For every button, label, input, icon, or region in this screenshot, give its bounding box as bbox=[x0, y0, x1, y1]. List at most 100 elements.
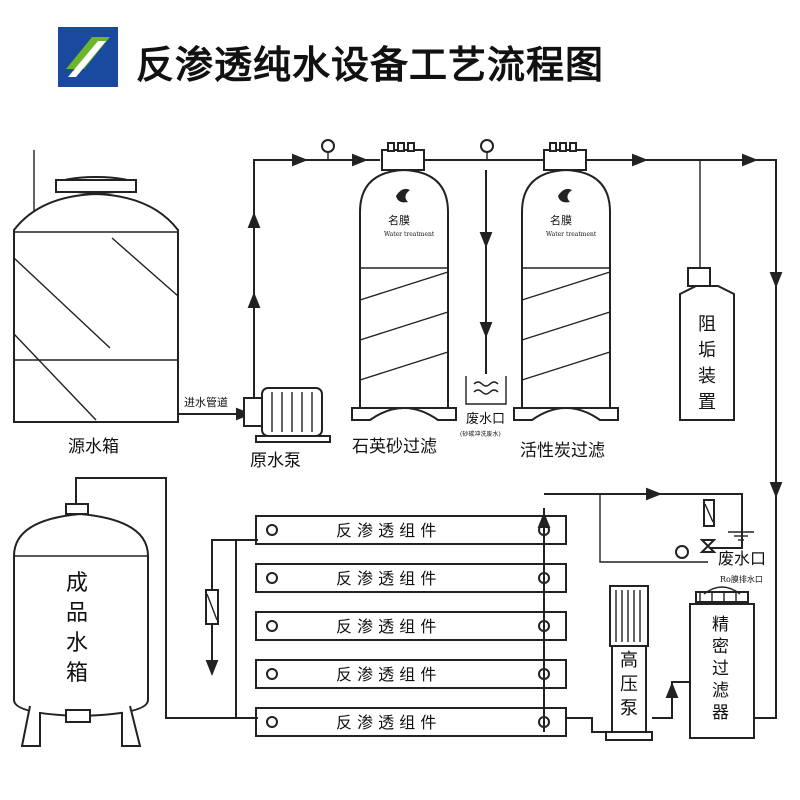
sand-filter-brand-flame-icon bbox=[396, 188, 410, 203]
permeate-to-flowmeter-line bbox=[211, 539, 258, 672]
activated-carbon-filter bbox=[513, 142, 619, 421]
carbon-filter-valve-head bbox=[543, 149, 587, 171]
sand-filter-brand-sub: Water treatment bbox=[384, 231, 435, 238]
precision-filter bbox=[689, 586, 755, 739]
pump-base bbox=[255, 435, 331, 443]
page-title: 反渗透纯水设备工艺流程图 bbox=[136, 43, 605, 87]
product-tank-leg-right bbox=[121, 705, 142, 747]
ro-module-label: 反 渗 透 组 件 bbox=[336, 521, 436, 540]
waste-ro-note: Ro膜排水口 bbox=[720, 574, 763, 584]
logo-blue-corner bbox=[80, 51, 110, 79]
tank-top-cap-band bbox=[55, 179, 137, 193]
carbon-filter-vessel bbox=[521, 168, 611, 409]
carbon-filter-brand-flame-icon bbox=[558, 188, 572, 203]
product-tank-char: 品 bbox=[66, 601, 88, 626]
precision-filter-char: 密 bbox=[712, 637, 729, 657]
hp-pump-char: 高 bbox=[620, 650, 638, 671]
ro-module-housing bbox=[255, 659, 567, 689]
ro-module-port-icon bbox=[266, 620, 278, 632]
ro-module-housing bbox=[255, 515, 567, 545]
precision-filter-char: 精 bbox=[712, 615, 729, 635]
product-tank-char: 箱 bbox=[66, 661, 88, 686]
precision-filter-body bbox=[689, 603, 755, 739]
antiscalant-tank bbox=[679, 285, 735, 421]
ro-module-label: 反 渗 透 组 件 bbox=[336, 617, 436, 636]
ro-module: 反 渗 透 组 件 bbox=[255, 515, 567, 545]
product-tank-char: 水 bbox=[66, 631, 88, 656]
raw-water-pump bbox=[243, 387, 331, 443]
sand-filter-stand bbox=[351, 407, 457, 421]
hp-pump-char: 泵 bbox=[620, 698, 638, 719]
company-logo bbox=[58, 27, 118, 87]
antiscalant-char: 装 bbox=[698, 366, 716, 387]
ro-module: 反 渗 透 组 件 bbox=[255, 611, 567, 641]
carbon-filter-stand bbox=[513, 407, 619, 421]
precision-filter-char: 器 bbox=[712, 703, 729, 723]
antiscalant-char: 置 bbox=[698, 392, 716, 413]
antiscalant-char: 阻 bbox=[698, 314, 716, 335]
ro-module-port-icon bbox=[266, 572, 278, 584]
waste-top-label: 废水口 bbox=[466, 411, 505, 427]
product-tank-char: 成 bbox=[66, 571, 88, 596]
ro-module-port-icon bbox=[266, 716, 278, 728]
inlet-pipe-label: 进水管道 bbox=[184, 395, 228, 409]
sand-filter-label: 石英砂过滤 bbox=[352, 437, 437, 457]
ro-module: 反 渗 透 组 件 bbox=[255, 563, 567, 593]
product-tank-bottom-fitting bbox=[65, 709, 91, 723]
hp-pump-char: 压 bbox=[620, 674, 638, 695]
tank-stripe-3 bbox=[111, 237, 179, 297]
product-water-tank bbox=[13, 503, 149, 747]
concentrate-bypass-line bbox=[599, 494, 708, 563]
ro-module-label: 反 渗 透 组 件 bbox=[336, 665, 436, 684]
tank-stripe-2 bbox=[13, 333, 97, 421]
ro-module-label: 反 渗 透 组 件 bbox=[336, 569, 436, 588]
pressure-gauge-1-icon bbox=[321, 139, 335, 153]
waste-top-note: (砂碳冲洗废水) bbox=[460, 430, 501, 438]
permeate-to-product-tank-line bbox=[75, 477, 258, 719]
source-tank bbox=[13, 150, 179, 423]
ro-module: 反 渗 透 组 件 bbox=[255, 707, 567, 737]
carbon-filter-label: 活性炭过滤 bbox=[520, 441, 605, 461]
ro-module: 反 渗 透 组 件 bbox=[255, 659, 567, 689]
carbon-filter-brand-sub: Water treatment bbox=[546, 231, 597, 238]
ro-module-housing bbox=[255, 611, 567, 641]
ro-module-label: 反 渗 透 组 件 bbox=[336, 713, 436, 732]
waste-valve-icon[interactable] bbox=[699, 539, 717, 553]
antiscalant-char: 垢 bbox=[698, 340, 716, 361]
ro-module-housing bbox=[255, 563, 567, 593]
sand-filter-valve-head bbox=[381, 149, 425, 171]
high-pressure-pump bbox=[605, 585, 653, 741]
product-tank-leg-left bbox=[20, 705, 41, 747]
ro-module-port-icon bbox=[266, 668, 278, 680]
pressure-gauge-3-icon bbox=[675, 545, 689, 559]
ro-module-housing bbox=[255, 707, 567, 737]
pump-head bbox=[243, 397, 263, 427]
tank-stripe-1 bbox=[13, 257, 111, 349]
carbon-filter-brand: 名膜 bbox=[550, 213, 572, 227]
waste-ro-label: 废水口 bbox=[718, 549, 766, 568]
hp-pump-base bbox=[605, 731, 653, 741]
product-tank-top-fitting bbox=[65, 503, 89, 515]
pipe-hp-pump-to-ro bbox=[566, 717, 612, 733]
pressure-gauge-2-icon bbox=[480, 139, 494, 153]
ro-module-port-icon bbox=[266, 524, 278, 536]
quartz-sand-filter bbox=[351, 142, 457, 421]
source-tank-label: 源水箱 bbox=[68, 437, 119, 457]
sand-filter-brand: 名膜 bbox=[388, 213, 410, 227]
tank-body bbox=[13, 192, 179, 423]
precision-filter-char: 过 bbox=[712, 659, 729, 679]
hp-pump-label: 高压泵 bbox=[620, 650, 638, 719]
pipe-carbon-to-precision-filter bbox=[586, 159, 777, 719]
sand-filter-vessel bbox=[359, 168, 449, 409]
ro-module-stack: 反 渗 透 组 件反 渗 透 组 件反 渗 透 组 件反 渗 透 组 件反 渗 … bbox=[255, 515, 567, 737]
waste-bucket-ro bbox=[728, 518, 754, 541]
antiscalant-device bbox=[679, 267, 735, 421]
logo-white-stroke bbox=[68, 41, 106, 77]
raw-pump-label: 原水泵 bbox=[250, 451, 301, 471]
precision-filter-char: 滤 bbox=[712, 681, 729, 701]
waste-bucket-top bbox=[465, 376, 507, 405]
